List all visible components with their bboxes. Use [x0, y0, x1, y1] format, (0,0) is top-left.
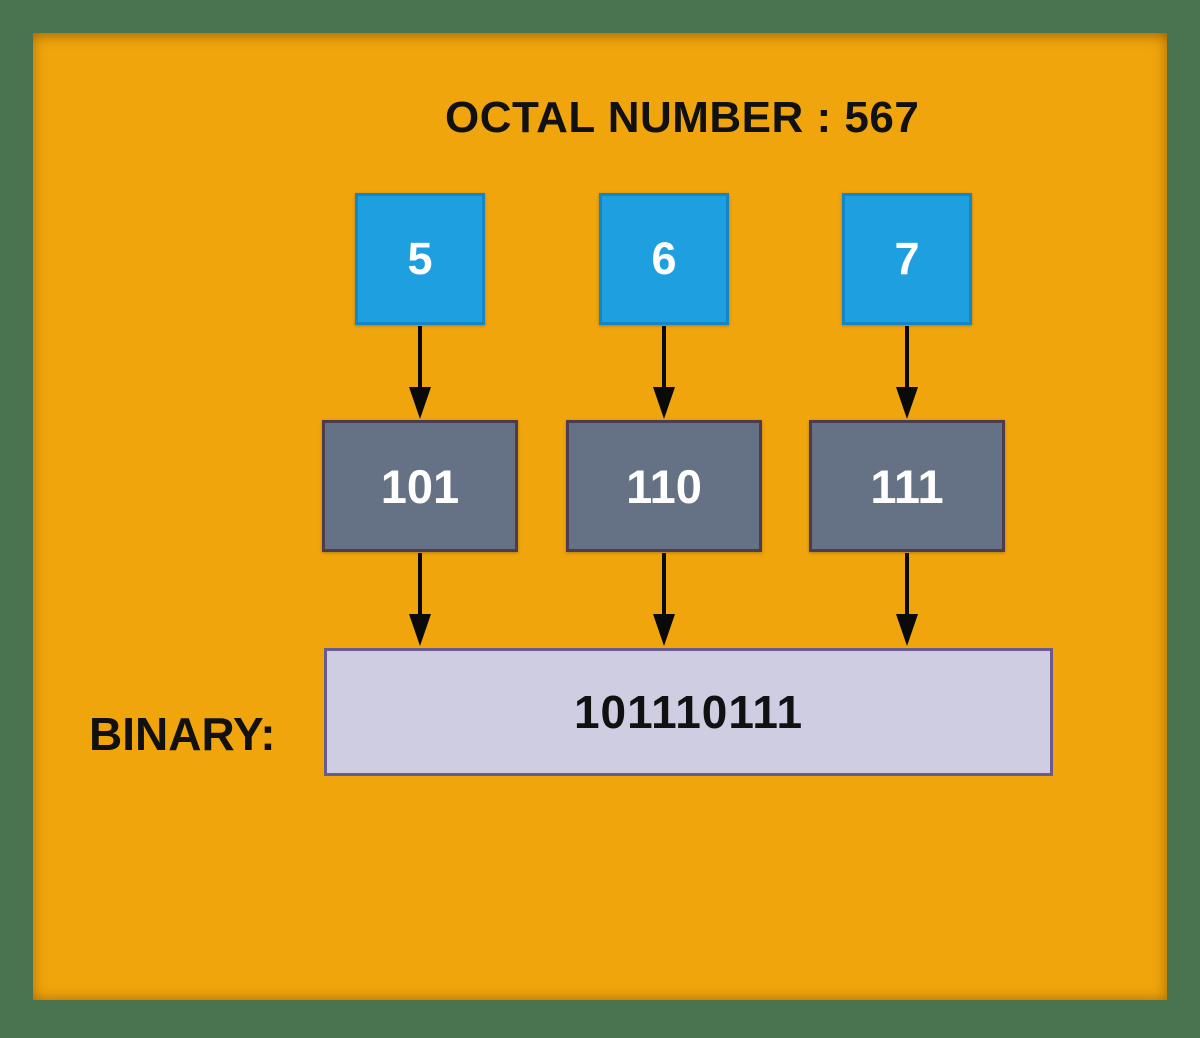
- binary-result-value: 101110111: [573, 686, 804, 738]
- arrow-down-icon: [896, 326, 918, 419]
- binary-group-box-110: 110: [566, 420, 762, 552]
- diagram-panel: OCTAL NUMBER : 567 5 6 7 101 110: [33, 33, 1167, 1000]
- arrow-down-icon: [653, 553, 675, 646]
- diagram-title: OCTAL NUMBER : 567: [445, 93, 920, 142]
- octal-digit-label: 7: [894, 233, 920, 284]
- arrow-down-icon: [653, 326, 675, 419]
- binary-group-box-101: 101: [322, 420, 518, 552]
- binary-group-label: 111: [870, 459, 944, 513]
- binary-result-label: BINARY:: [89, 708, 276, 760]
- octal-digit-box-6: 6: [599, 193, 729, 325]
- arrow-down-icon: [409, 326, 431, 419]
- octal-digit-label: 6: [651, 233, 677, 284]
- arrow-down-icon: [896, 553, 918, 646]
- binary-group-label: 101: [380, 459, 460, 513]
- octal-digit-box-7: 7: [842, 193, 972, 325]
- binary-group-box-111: 111: [809, 420, 1005, 552]
- binary-group-label: 110: [626, 459, 702, 513]
- octal-digit-label: 5: [407, 233, 433, 284]
- octal-digit-box-5: 5: [355, 193, 485, 325]
- binary-result-box: 101110111: [324, 648, 1053, 776]
- arrow-down-icon: [409, 553, 431, 646]
